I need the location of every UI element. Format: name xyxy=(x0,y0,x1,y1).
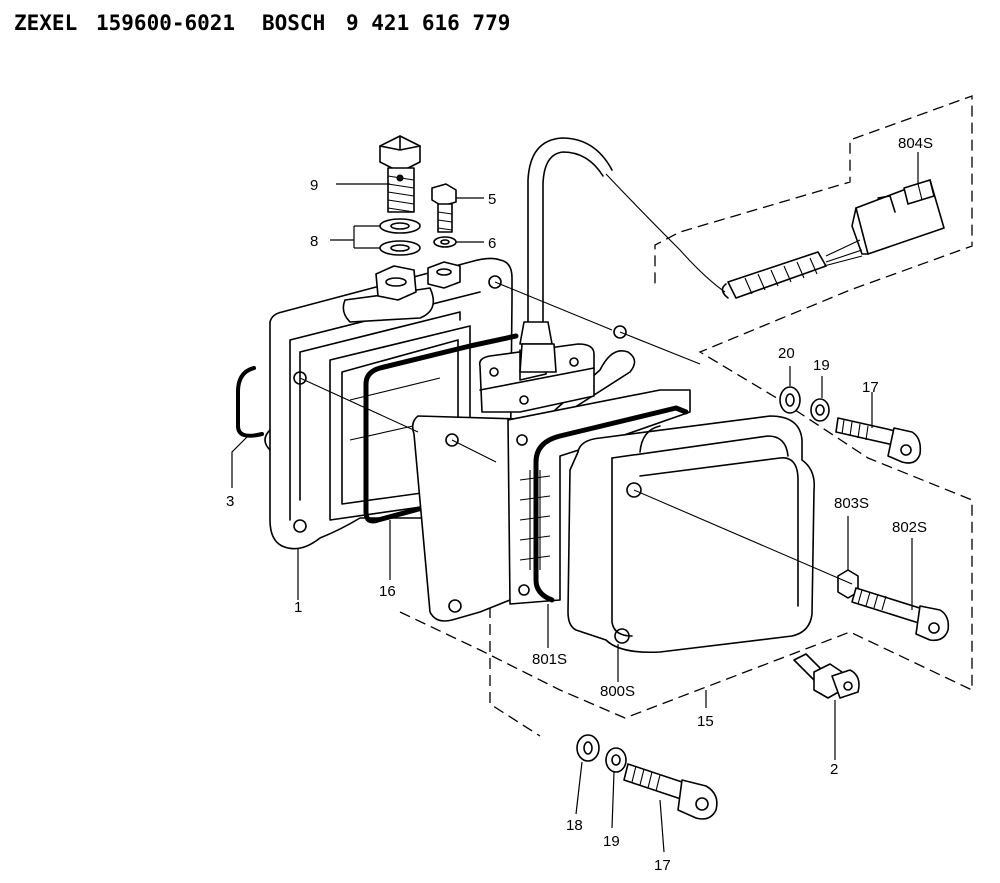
leader-lines xyxy=(231,152,919,853)
lock-washer-19-upper xyxy=(810,398,830,422)
brand-bosch: BOSCH xyxy=(262,11,325,35)
bolt-17-lower xyxy=(623,763,718,820)
axis-lines xyxy=(299,281,853,585)
callout-800s: 800S xyxy=(600,683,635,700)
callout-1: 1 xyxy=(294,599,302,616)
cable-plug xyxy=(721,251,827,299)
plug-2 xyxy=(793,653,860,699)
callout-8: 8 xyxy=(310,233,318,250)
bolt-802s xyxy=(851,587,950,642)
gasket-16 xyxy=(363,333,519,524)
banjo-fitting xyxy=(375,261,461,301)
callout-2: 2 xyxy=(830,761,838,778)
callout-labels: 9 8 5 6 3 1 16 801S 800S 15 2 20 19 17 8… xyxy=(226,135,933,874)
callout-803s: 803S xyxy=(834,495,869,512)
washer-18 xyxy=(576,734,600,762)
lock-washer-19-lower xyxy=(605,747,627,773)
header: ZEXEL 159600-6021 BOSCH 9 421 616 779 xyxy=(14,11,510,35)
connector-804s xyxy=(851,179,945,255)
brand-zexel: ZEXEL xyxy=(14,11,77,35)
callout-20: 20 xyxy=(778,345,795,362)
callout-802s: 802S xyxy=(892,519,927,536)
sensor-cable xyxy=(527,137,945,331)
bolt-17-upper xyxy=(835,417,922,464)
hollow-bolt-9 xyxy=(379,135,421,213)
callout-9: 9 xyxy=(310,177,318,194)
washers-8 xyxy=(379,218,421,256)
gasket-801s xyxy=(533,405,689,603)
bosch-part-number: 9 421 616 779 xyxy=(346,11,510,35)
washer-20 xyxy=(779,386,801,414)
callout-18: 18 xyxy=(566,817,583,834)
callout-17-lower: 17 xyxy=(654,857,671,874)
cover-800s xyxy=(567,415,816,654)
callout-19-lower: 19 xyxy=(603,833,620,850)
sensor-head xyxy=(519,321,557,373)
washer-6 xyxy=(433,236,457,248)
zexel-part-number: 159600-6021 xyxy=(96,11,235,35)
callout-17-upper: 17 xyxy=(862,379,879,396)
screw-5 xyxy=(431,183,457,233)
intermediate-plate xyxy=(411,325,691,622)
callout-804s: 804S xyxy=(898,135,933,152)
callout-16: 16 xyxy=(379,583,396,600)
callout-15: 15 xyxy=(697,713,714,730)
callout-3: 3 xyxy=(226,493,234,510)
callout-19-upper: 19 xyxy=(813,357,830,374)
callout-6: 6 xyxy=(488,235,496,252)
callout-801s: 801S xyxy=(532,651,567,668)
assembly-dashed-outline xyxy=(399,95,973,737)
o-ring-3 xyxy=(236,366,264,438)
callout-5: 5 xyxy=(488,191,496,208)
